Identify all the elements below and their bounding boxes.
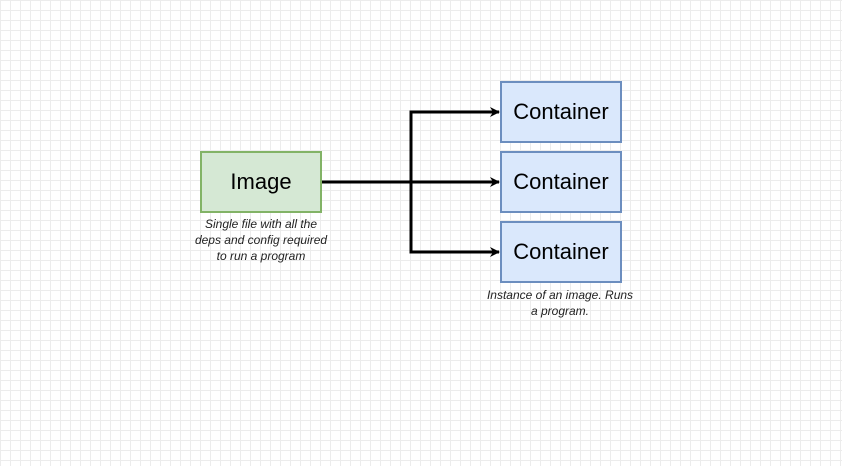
container-node-1[interactable]: Container — [500, 81, 622, 143]
container-node-label: Container — [513, 99, 609, 124]
container-caption: Instance of an image. Runs a program. — [486, 288, 634, 318]
container-node-3[interactable]: Container — [500, 221, 622, 283]
connector-to-container-3 — [322, 180, 500, 257]
container-node-label: Container — [513, 169, 609, 194]
image-caption: Single file with all the deps and config… — [194, 217, 328, 263]
image-node[interactable]: Image — [200, 151, 322, 213]
container-node-label: Container — [513, 239, 609, 264]
container-node-2[interactable]: Container — [500, 151, 622, 213]
image-node-label: Image — [230, 169, 292, 194]
connector-to-container-1 — [322, 107, 500, 184]
